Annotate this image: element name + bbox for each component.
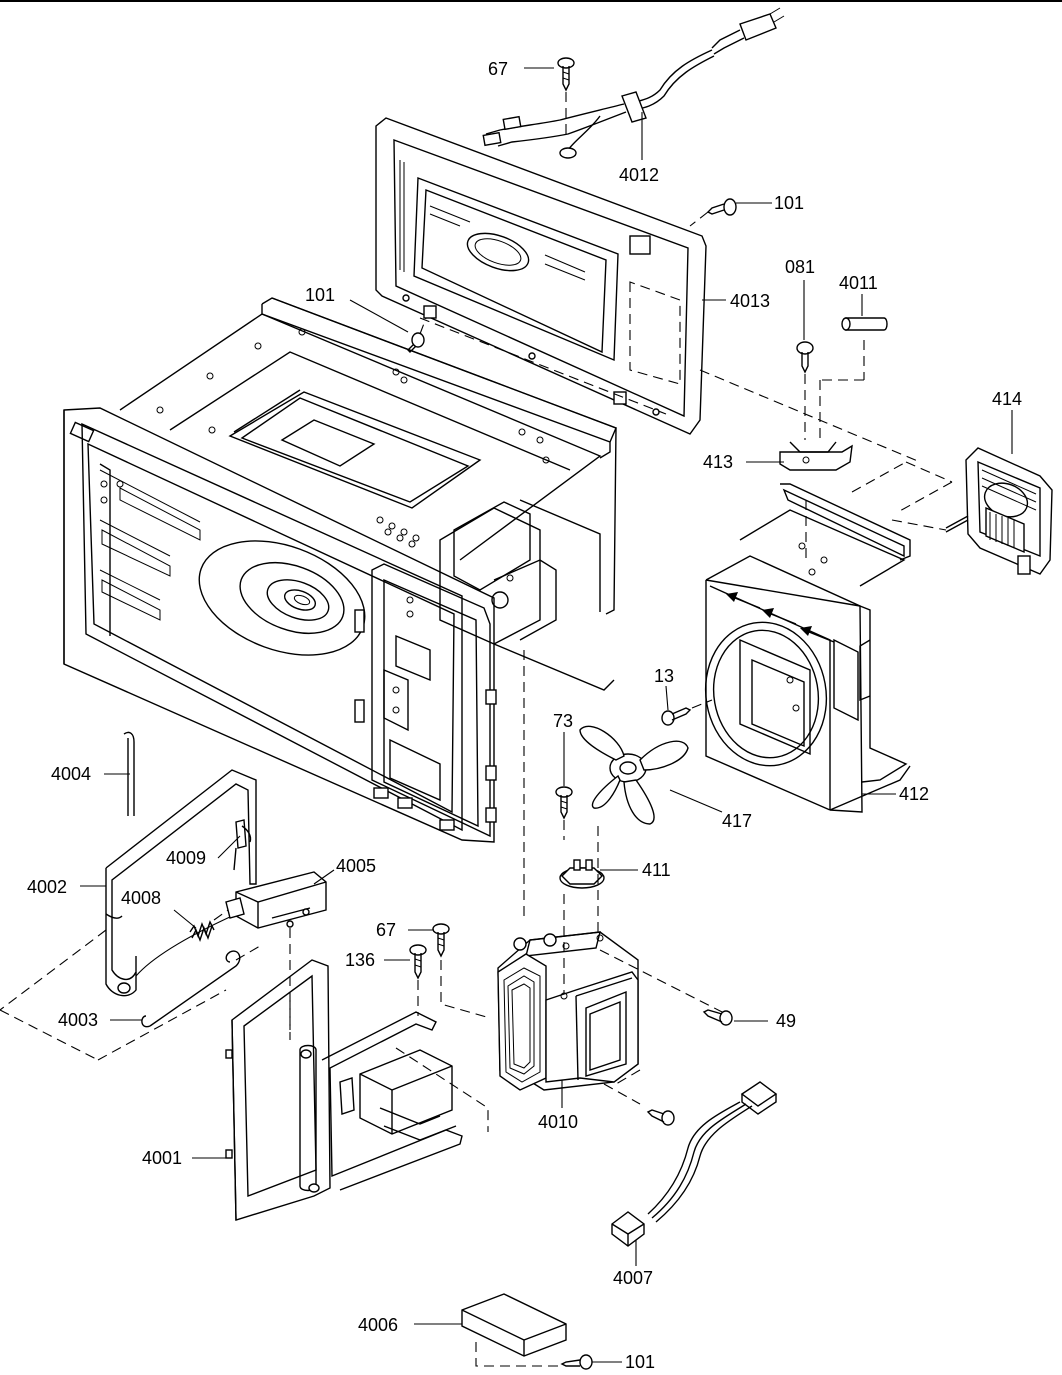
screw-67-top (557, 57, 575, 140)
label-4012: 4012 (619, 165, 659, 185)
back-panel-part (375, 117, 921, 463)
switch-4005 (225, 871, 327, 1030)
screw-136 (409, 944, 427, 1016)
screw-081 (796, 341, 814, 440)
power-cord-part (482, 7, 785, 159)
screw-101-top (689, 198, 737, 227)
label-101-top: 101 (774, 193, 804, 213)
label-4003: 4003 (58, 1010, 98, 1030)
hook-4003 (141, 945, 261, 1028)
screw-67-mid (432, 923, 491, 1019)
label-417: 417 (722, 811, 752, 831)
leader-lines (80, 67, 1013, 1363)
label-4006: 4006 (358, 1315, 398, 1335)
label-13: 13 (654, 666, 674, 686)
label-4010: 4010 (538, 1112, 578, 1132)
label-67-top: 67 (488, 59, 508, 79)
label-414: 414 (992, 389, 1022, 409)
label-4013: 4013 (730, 291, 770, 311)
label-412: 412 (899, 784, 929, 804)
label-4004: 4004 (51, 764, 91, 784)
label-4002: 4002 (27, 877, 67, 897)
shaft-4011 (819, 317, 888, 440)
bracket-413 (779, 441, 953, 513)
label-136: 136 (345, 950, 375, 970)
oven-cavity-part (63, 297, 617, 920)
label-4008: 4008 (121, 888, 161, 908)
label-73: 73 (553, 711, 573, 731)
label-67-mid: 67 (376, 920, 396, 940)
label-4001: 4001 (142, 1148, 182, 1168)
label-411: 411 (642, 860, 671, 880)
bracket-4001 (225, 959, 489, 1221)
label-4009: 4009 (166, 848, 206, 868)
latch-plate-4002 (0, 769, 257, 1061)
label-413: 413 (703, 452, 733, 472)
label-4005: 4005 (336, 856, 376, 876)
thermostat-411 (559, 826, 605, 1000)
screw-49 (702, 1009, 733, 1026)
screw-101-left (407, 317, 427, 353)
harness-4007 (611, 1081, 778, 1247)
screw-101-bottom (560, 1354, 593, 1370)
transformer-4010 (497, 931, 731, 1105)
label-101-bottom: 101 (625, 1352, 655, 1372)
screw-transformer-bottom (646, 1109, 675, 1126)
fan-motor-414 (945, 447, 1053, 575)
label-49: 49 (776, 1011, 796, 1031)
fan-blade-417 (579, 725, 689, 825)
label-4007: 4007 (613, 1268, 653, 1288)
fan-housing-412 (704, 483, 947, 813)
rod-4004 (123, 731, 135, 816)
screw-73 (555, 786, 573, 840)
spring-4008 (135, 909, 233, 977)
label-4011: 4011 (839, 273, 878, 293)
block-4006 (461, 1293, 567, 1367)
screw-13 (661, 699, 713, 726)
label-081: 081 (785, 257, 815, 277)
label-101-left: 101 (305, 285, 335, 305)
part-labels: 67 4012 101 4013 101 081 4011 414 413 13… (27, 59, 1022, 1372)
